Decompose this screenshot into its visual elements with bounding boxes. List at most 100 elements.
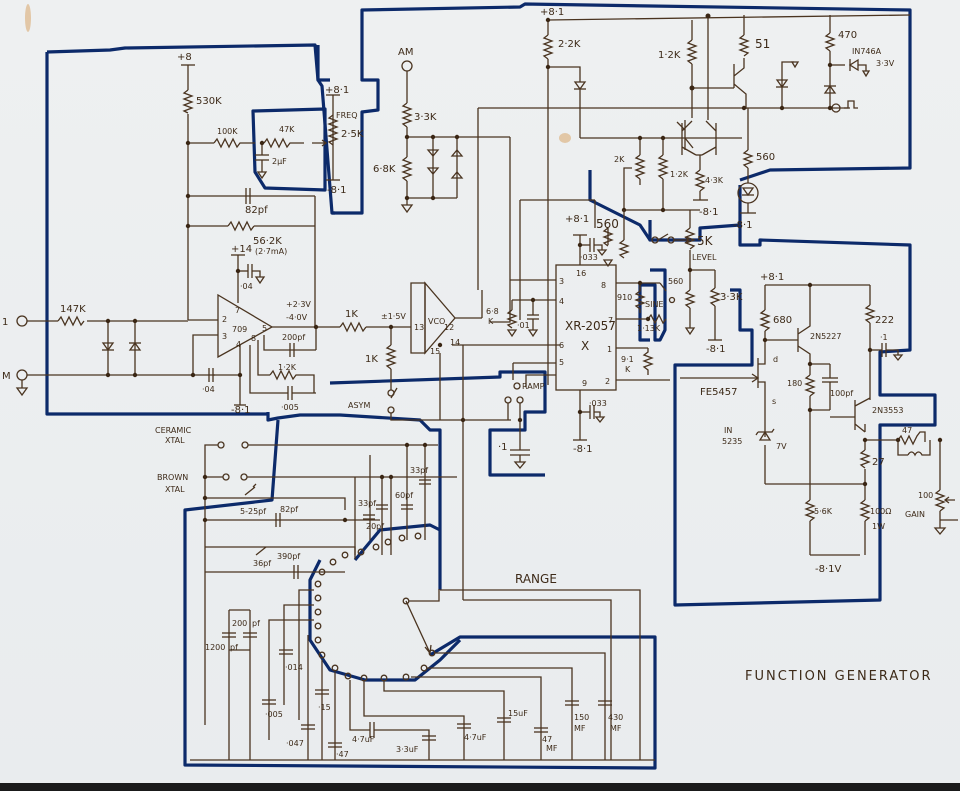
paper-stain [25,4,31,32]
label-supply: +8·1 [540,7,564,18]
label-transistor: 2N5227 [810,332,841,341]
label-capacitor: ·01 [517,321,530,330]
label-sine: SINE [645,300,663,309]
label-capacitor: 1200 [205,643,225,652]
label-pin: 8 [251,334,256,343]
label-gain: GAIN [905,510,925,519]
label-resistor: 470 [838,30,857,41]
label-resistor: 47 [902,426,912,435]
label-capacitor: ·005 [265,710,283,719]
label-resistor: 4·3K [705,176,724,185]
label-capacitor: ·04 [202,385,215,394]
label-supply: +8·1 [325,85,349,96]
label-pin: 4 [236,340,241,349]
label-opamp-part: 709 [232,325,247,334]
label-pin: 3 [559,277,564,286]
label-pin: 13 [414,323,424,332]
label-supply: -8·1 [573,444,593,455]
label-capacitor: 47 [542,735,552,744]
diagram-title: FUNCTION GENERATOR [745,669,932,684]
label-capacitor: ·014 [285,663,303,672]
label-resistor: 5·6K [814,507,833,516]
label-pin: 2 [605,377,610,386]
label-ic-mark: X [581,339,589,353]
label-resistor: 147K [60,304,86,315]
label-capacitor: ·15 [318,703,331,712]
label-capacitor: ·005 [281,403,299,412]
label-resistor: 100Ω [870,507,891,516]
label-resistor: 3·3K [414,112,437,123]
label-capacitor: 82pf [280,505,298,514]
label-pin: 16 [576,269,586,278]
label-supply: -8·1 [231,405,251,416]
preamp-wiring [15,64,340,406]
label-resistor: 56·2K [253,236,282,247]
vco-wiring [330,210,722,600]
label-capacitor: ·047 [286,739,304,748]
label-drain: d [773,355,778,364]
label-zener-voltage: 3·3V [876,59,895,68]
label-current: (2·7mA) [255,247,287,256]
label-resistor-power: 1W [872,522,885,531]
label-resistor-unit: K [625,365,631,374]
label-capacitor: 100pf [830,389,853,398]
label-capacitor: 430 [608,713,623,722]
label-resistor: 9·1 [621,355,634,364]
label-capacitor: 15uF [508,709,528,718]
label-pin: 7 [608,316,613,325]
label-resistor: 222 [875,315,894,326]
label-resistor: 1·13K [637,324,661,333]
label-pot: 5K [697,234,714,248]
label-resistor: 1K [345,309,358,320]
label-capacitor: 33pf [410,466,428,475]
label-pin: 6 [559,341,564,350]
label-capacitor: 200pf [282,333,305,342]
paper-stain [559,133,571,143]
label-resistor: 180 [787,379,802,388]
label-supply: -8·1 [706,344,726,355]
label-pin: 12 [444,323,454,332]
label-supply: -8·1 [327,185,347,196]
label-zener: IN746A [852,47,882,56]
label-capacitor: 200 [232,619,247,628]
label-supply: +8 [177,52,192,63]
label-pot: 100 [918,491,933,500]
label-capacitor: MF [610,724,622,733]
xr2057-chip [555,264,617,391]
label-supply: -8·1 [699,207,719,218]
label-resistor: 2·2K [558,39,581,50]
label-capacitor: 2μF [272,157,287,166]
label-resistor: 100K [217,127,238,136]
labels: +8 530K 100K 47K 2μF +8·1 FREQ 2·5K -8·1… [2,7,933,759]
label-capacitor: 4·7uF [352,735,375,744]
label-resistor: 1·2K [670,170,689,179]
label-asym: ASYM [348,401,370,410]
label-pin: 7 [235,306,240,315]
vco-symbol [424,281,456,355]
label-pin: 9 [582,379,587,388]
label-supply: +8·1 [760,272,784,283]
range-switch-wiring [190,441,655,761]
output-amp-wiring [680,282,958,556]
label-bias: ±1·5V [381,312,406,321]
label-xtal: XTAL [165,436,185,445]
label-capacitor: 20pf [366,522,384,531]
label-pin: 15 [430,347,440,356]
label-pin: 3 [222,332,227,341]
label-pot: 2·5K [341,129,364,140]
label-capacitor: 36pf [253,559,271,568]
label-source: s [772,397,776,406]
label-resistor: 27 [872,457,885,468]
label-resistor: 560 [596,217,619,231]
label-resistor-unit: K [488,317,494,326]
am-wiring [400,60,511,323]
label-resistor: 910 [617,293,632,302]
label-capacitor: ·1 [498,442,508,453]
label-voltage: -4·0V [286,313,308,322]
label-range: RANGE [515,572,557,586]
label-capacitor: 82pf [245,205,268,216]
label-capacitor: 5-25pf [240,507,266,516]
label-zener: 5235 [722,437,742,446]
